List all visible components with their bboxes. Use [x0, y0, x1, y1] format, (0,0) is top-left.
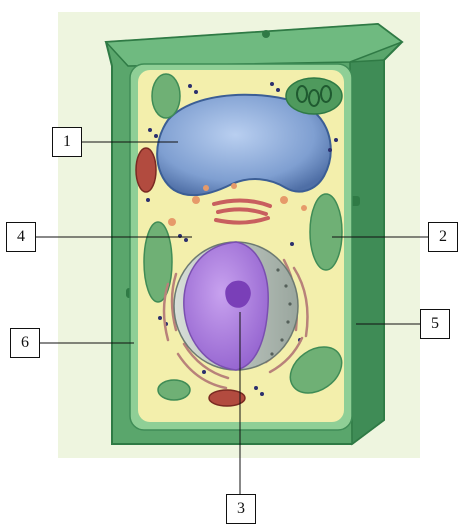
label-5: 5 — [420, 309, 450, 339]
plasmodesma-top — [262, 30, 270, 38]
label-1: 1 — [52, 127, 82, 157]
chloroplast-upper-left — [152, 74, 180, 118]
label-3: 3 — [226, 494, 256, 524]
cell-wall-right-face — [350, 60, 384, 444]
mitochondrion-left — [136, 148, 156, 192]
chloroplast-top-right — [286, 78, 342, 114]
label-4: 4 — [6, 222, 36, 252]
chloroplast-right — [310, 194, 342, 270]
chloroplast-left — [144, 222, 172, 302]
chloroplast-lower-left — [158, 380, 190, 400]
label-2: 2 — [428, 222, 458, 252]
nucleus — [174, 242, 298, 370]
label-6: 6 — [10, 328, 40, 358]
